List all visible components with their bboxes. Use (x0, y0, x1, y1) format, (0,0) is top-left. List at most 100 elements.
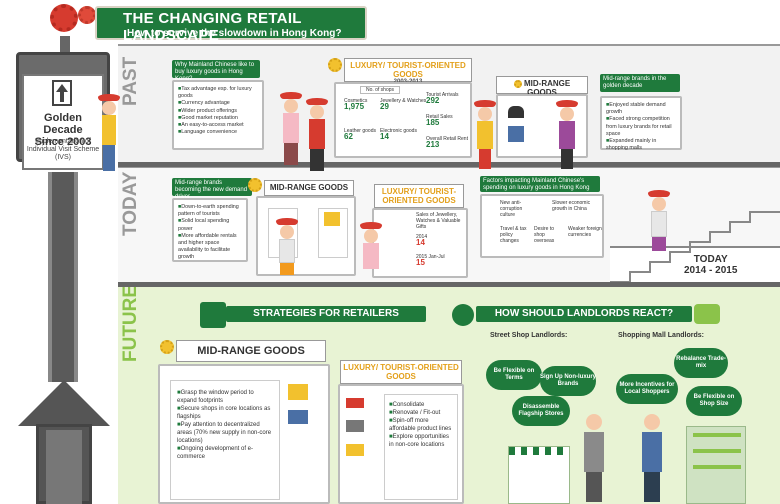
list-item: Faced strong competition from luxury bra… (606, 116, 676, 138)
luxury-title-today: LUXURY/ TOURIST-ORIENTED GOODS (374, 184, 464, 208)
list-item: Grasp the window period to expand footpr… (177, 389, 273, 405)
gear-icon (50, 4, 78, 32)
elevator-shaft (48, 172, 78, 382)
ivs-caption: Implementation of Individual Visit Schem… (26, 138, 100, 161)
page-title: THE CHANGING RETAIL LANDSCAPE (123, 10, 302, 44)
factors-title: Factors impacting Mainland Chinese's spe… (480, 176, 600, 192)
landlord-icon (452, 304, 474, 326)
midrange-title-today: MID-RANGE GOODS (264, 180, 354, 196)
list-item: Spin-off more affordable product lines (389, 417, 453, 433)
why-title: Why Mainland Chinese like to buy luxury … (172, 60, 260, 82)
shopper-figure (474, 100, 496, 169)
cloud-non-luxury-brands: Sign Up Non-luxury Brands (540, 366, 596, 396)
cap-icon (288, 410, 308, 424)
list-item: Wider product offerings (178, 108, 258, 115)
golden-list: Enjoyed stable demand growthFaced strong… (600, 96, 682, 152)
cloud-flexible-shop-size: Be Flexible on Shop Size (686, 386, 742, 416)
watch-icon (346, 420, 364, 432)
shopper-figure (648, 190, 670, 251)
section-label-future: FUTURE (120, 284, 141, 362)
landlord-figure (584, 414, 604, 502)
factors-box: New anti-corruption culture Slower econo… (480, 194, 604, 258)
street-landlords-title: Street Shop Landlords: (490, 332, 568, 339)
list-item: Ongoing development of e-commerce (177, 445, 273, 461)
demand-list: Down-to-earth spending pattern of touris… (172, 198, 248, 262)
elevator-cable (60, 36, 70, 52)
list-item: Consolidate (389, 401, 453, 409)
shopper-figure (276, 218, 298, 275)
midrange-title-future: MID-RANGE GOODS (176, 340, 326, 362)
street-shop-building (508, 446, 570, 504)
award-badge-icon (328, 58, 342, 72)
big-up-arrow-icon (18, 380, 110, 426)
handbag-icon (346, 398, 364, 408)
list-item: Renovate / Fit-out (389, 409, 453, 417)
cloud-be-flexible-terms: Be Flexible on Terms (486, 360, 542, 390)
page-subtitle: How to survive the slowdown in Hong Kong… (127, 28, 342, 39)
why-list: Tax advantage esp. for luxury goodsCurre… (172, 80, 264, 150)
list-item: Down-to-earth spending pattern of touris… (178, 204, 242, 218)
list-item: Explore opportunities in non-core locati… (389, 433, 453, 449)
list-item: Tax advantage esp. for luxury goods (178, 86, 258, 100)
staircase-steps (610, 211, 780, 282)
floor-divider (118, 162, 780, 167)
golden-title: Mid-range brands in the golden decade (600, 74, 680, 92)
shopping-mall-building (686, 426, 746, 504)
up-arrow-icon (52, 80, 72, 106)
floor-divider (118, 282, 780, 287)
cloud-disassemble-flagship: Disassemble Flagship Stores (512, 396, 570, 426)
gear-icon (78, 6, 96, 24)
shopper-figure (98, 94, 120, 171)
luxury-strategy-list: ConsolidateRenovate / Fit-outSpin-off mo… (384, 394, 458, 500)
shopper-figure (360, 222, 382, 269)
landlord-figure (642, 414, 662, 502)
section-label-past: PAST (120, 56, 141, 106)
section-label-today: TODAY (120, 171, 141, 236)
list-item: Language convenience (178, 129, 258, 136)
midrange-store-today (256, 196, 356, 276)
page-header: THE CHANGING RETAIL LANDSCAPE How to sur… (95, 6, 367, 44)
landlords-title: HOW SHOULD LANDLORDS REACT? (476, 306, 692, 322)
demand-title: Mid-range brands becoming the new demand… (172, 178, 252, 200)
luxury-store-today (372, 208, 468, 278)
tshirt-icon (288, 384, 308, 400)
shopper-figure (556, 100, 578, 169)
award-badge-icon (160, 340, 174, 354)
cloud-rebalance-trade-mix: Rebalance Trade-mix (674, 348, 728, 378)
sales-label: Sales of Jewellery, Watches & Valuable G… (416, 212, 461, 230)
luxury-title-past: LUXURY/ TOURIST-ORIENTED GOODS2003-2013 (344, 58, 472, 85)
list-item: Solid local spending power (178, 218, 242, 232)
luxury-store-past (334, 82, 472, 158)
cloud-local-shoppers: More Incentives for Local Shoppers (616, 374, 678, 404)
midrange-title-past: MID-RANGE GOODS (496, 76, 588, 97)
shopping-bag-icon (200, 302, 226, 328)
no-of-shops-label: No. of shops (360, 86, 400, 94)
list-item: More affordable rentals and higher space… (178, 233, 242, 262)
midrange-strategy-list: Grasp the window period to expand footpr… (170, 380, 280, 500)
mall-landlords-title: Shopping Mall Landlords: (618, 332, 704, 339)
list-item: An easy-to-access market (178, 122, 258, 129)
shopper-figure (280, 92, 302, 165)
luxury-title-future: LUXURY/ TOURIST-ORIENTED GOODS (340, 360, 462, 384)
key-icon (694, 304, 720, 324)
list-item: Enjoyed stable demand growth (606, 102, 676, 116)
list-item: Expanded mainly in shopping malls (606, 138, 676, 152)
arrow-stem-inner (46, 430, 82, 504)
shopper-figure (306, 98, 328, 171)
staircase (610, 246, 780, 282)
strategies-title: STRATEGIES FOR RETAILERS (226, 306, 426, 322)
list-item: Currency advantage (178, 100, 258, 107)
jewellery-icon (346, 444, 364, 456)
list-item: Pay attention to decentralized areas (70… (177, 421, 273, 445)
